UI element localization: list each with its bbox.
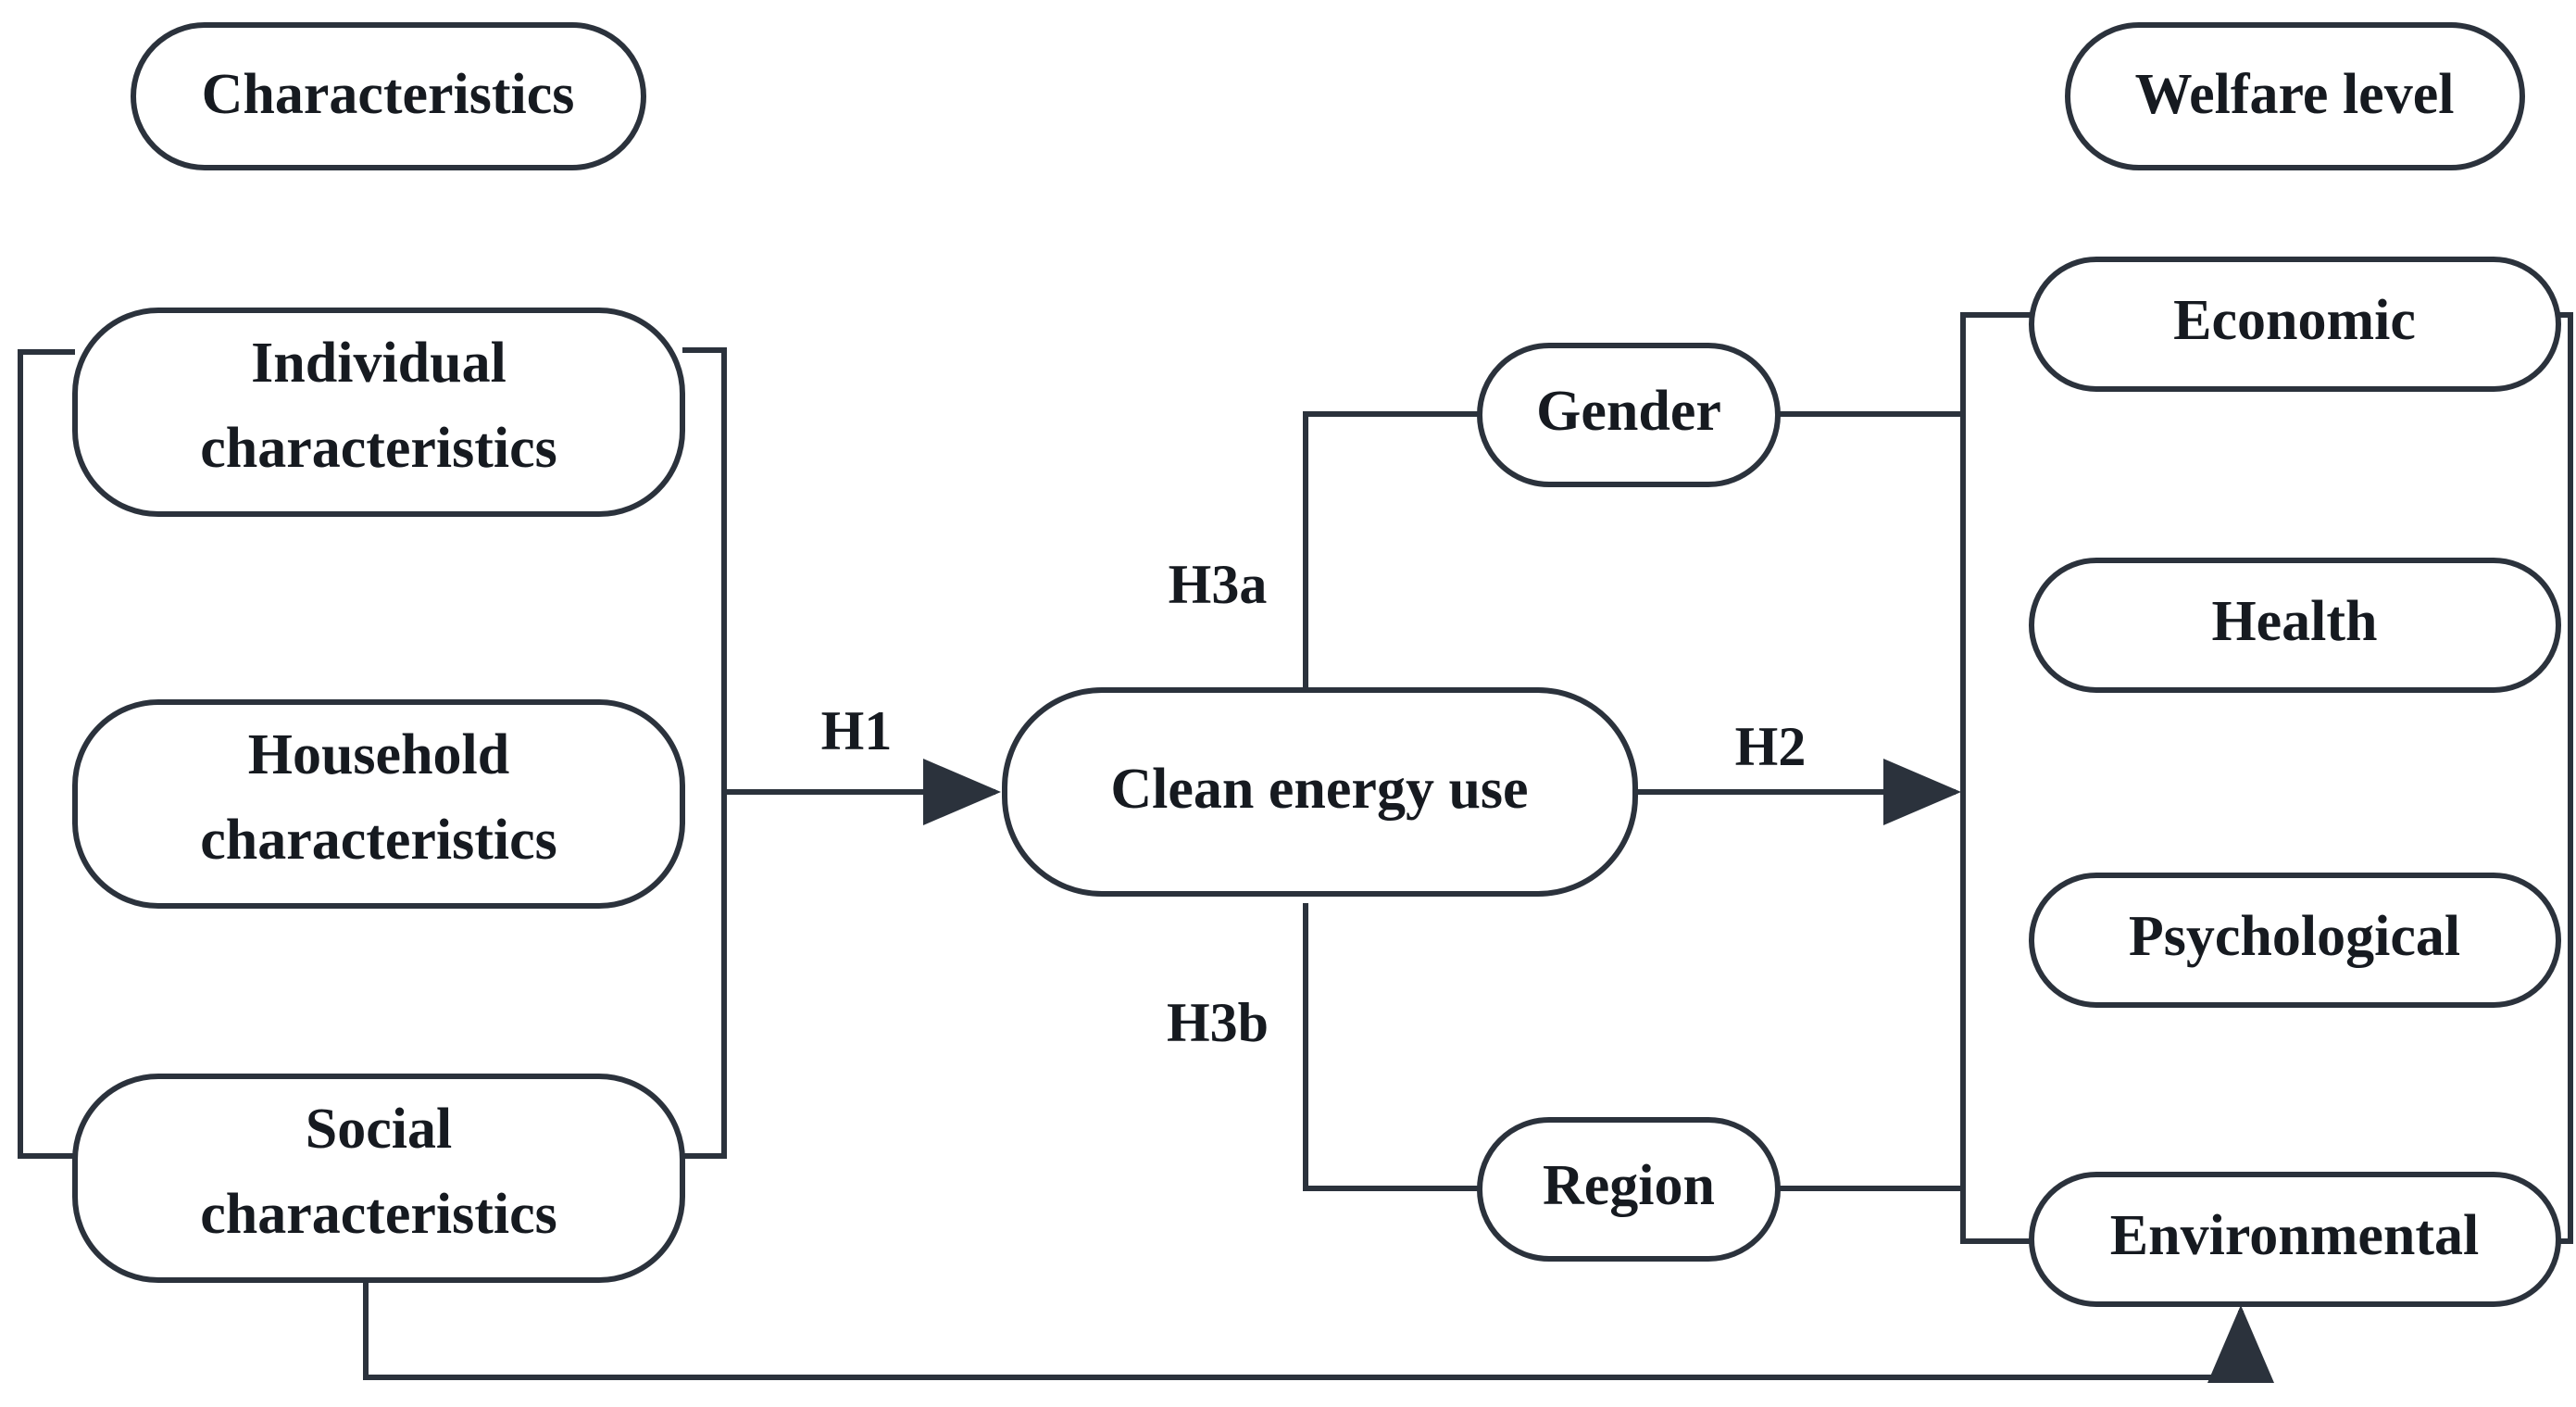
left-inner-bracket <box>682 347 727 1159</box>
psychological-welfare-node[interactable]: Psychological <box>2029 873 2561 1008</box>
economic-welfare-node[interactable]: Economic <box>2029 257 2561 392</box>
environmental-welfare-node[interactable]: Environmental <box>2029 1172 2561 1307</box>
h3a-label: H3a <box>1169 554 1268 615</box>
health-welfare-node[interactable]: Health <box>2029 558 2561 693</box>
h1-label: H1 <box>821 700 893 761</box>
h3b-label: H3b <box>1167 992 1269 1053</box>
h3a-connector <box>1303 411 1482 714</box>
environmental-welfare-label: Environmental <box>2110 1204 2479 1267</box>
region-moderator-node[interactable]: Region <box>1477 1117 1781 1262</box>
gender-moderator-node[interactable]: Gender <box>1477 343 1781 487</box>
economic-welfare-label: Economic <box>2173 289 2416 352</box>
social-to-environmental-feedback <box>363 1280 2274 1383</box>
welfare-header-label: Welfare level <box>2135 63 2455 126</box>
health-welfare-label: Health <box>2211 590 2377 653</box>
individual-characteristics-label-line1: Individual <box>251 332 506 395</box>
individual-characteristics-label-line2: characteristics <box>200 417 557 480</box>
social-characteristics-node[interactable]: Social characteristics <box>72 1074 685 1283</box>
characteristics-header-label: Characteristics <box>202 63 575 126</box>
left-outer-bracket <box>18 349 75 1159</box>
characteristics-header[interactable]: Characteristics <box>131 22 646 170</box>
psychological-welfare-label: Psychological <box>2129 905 2460 968</box>
household-characteristics-label-line1: Household <box>248 723 510 786</box>
h3b-connector <box>1303 903 1482 1191</box>
welfare-right-bracket <box>2558 312 2573 1244</box>
household-characteristics-label-line2: characteristics <box>200 809 557 872</box>
h2-label: H2 <box>1735 716 1807 777</box>
welfare-left-bracket <box>1960 312 2032 1244</box>
individual-characteristics-node[interactable]: Individual characteristics <box>72 308 685 517</box>
welfare-header[interactable]: Welfare level <box>2065 22 2525 170</box>
social-characteristics-label-line1: Social <box>306 1098 452 1161</box>
region-moderator-label: Region <box>1543 1154 1715 1217</box>
gender-moderator-label: Gender <box>1536 380 1721 443</box>
household-characteristics-node[interactable]: Household characteristics <box>72 699 685 909</box>
social-characteristics-label-line2: characteristics <box>200 1183 557 1246</box>
clean-energy-use-node[interactable]: Clean energy use <box>1002 687 1638 897</box>
clean-energy-use-label: Clean energy use <box>1110 758 1528 821</box>
